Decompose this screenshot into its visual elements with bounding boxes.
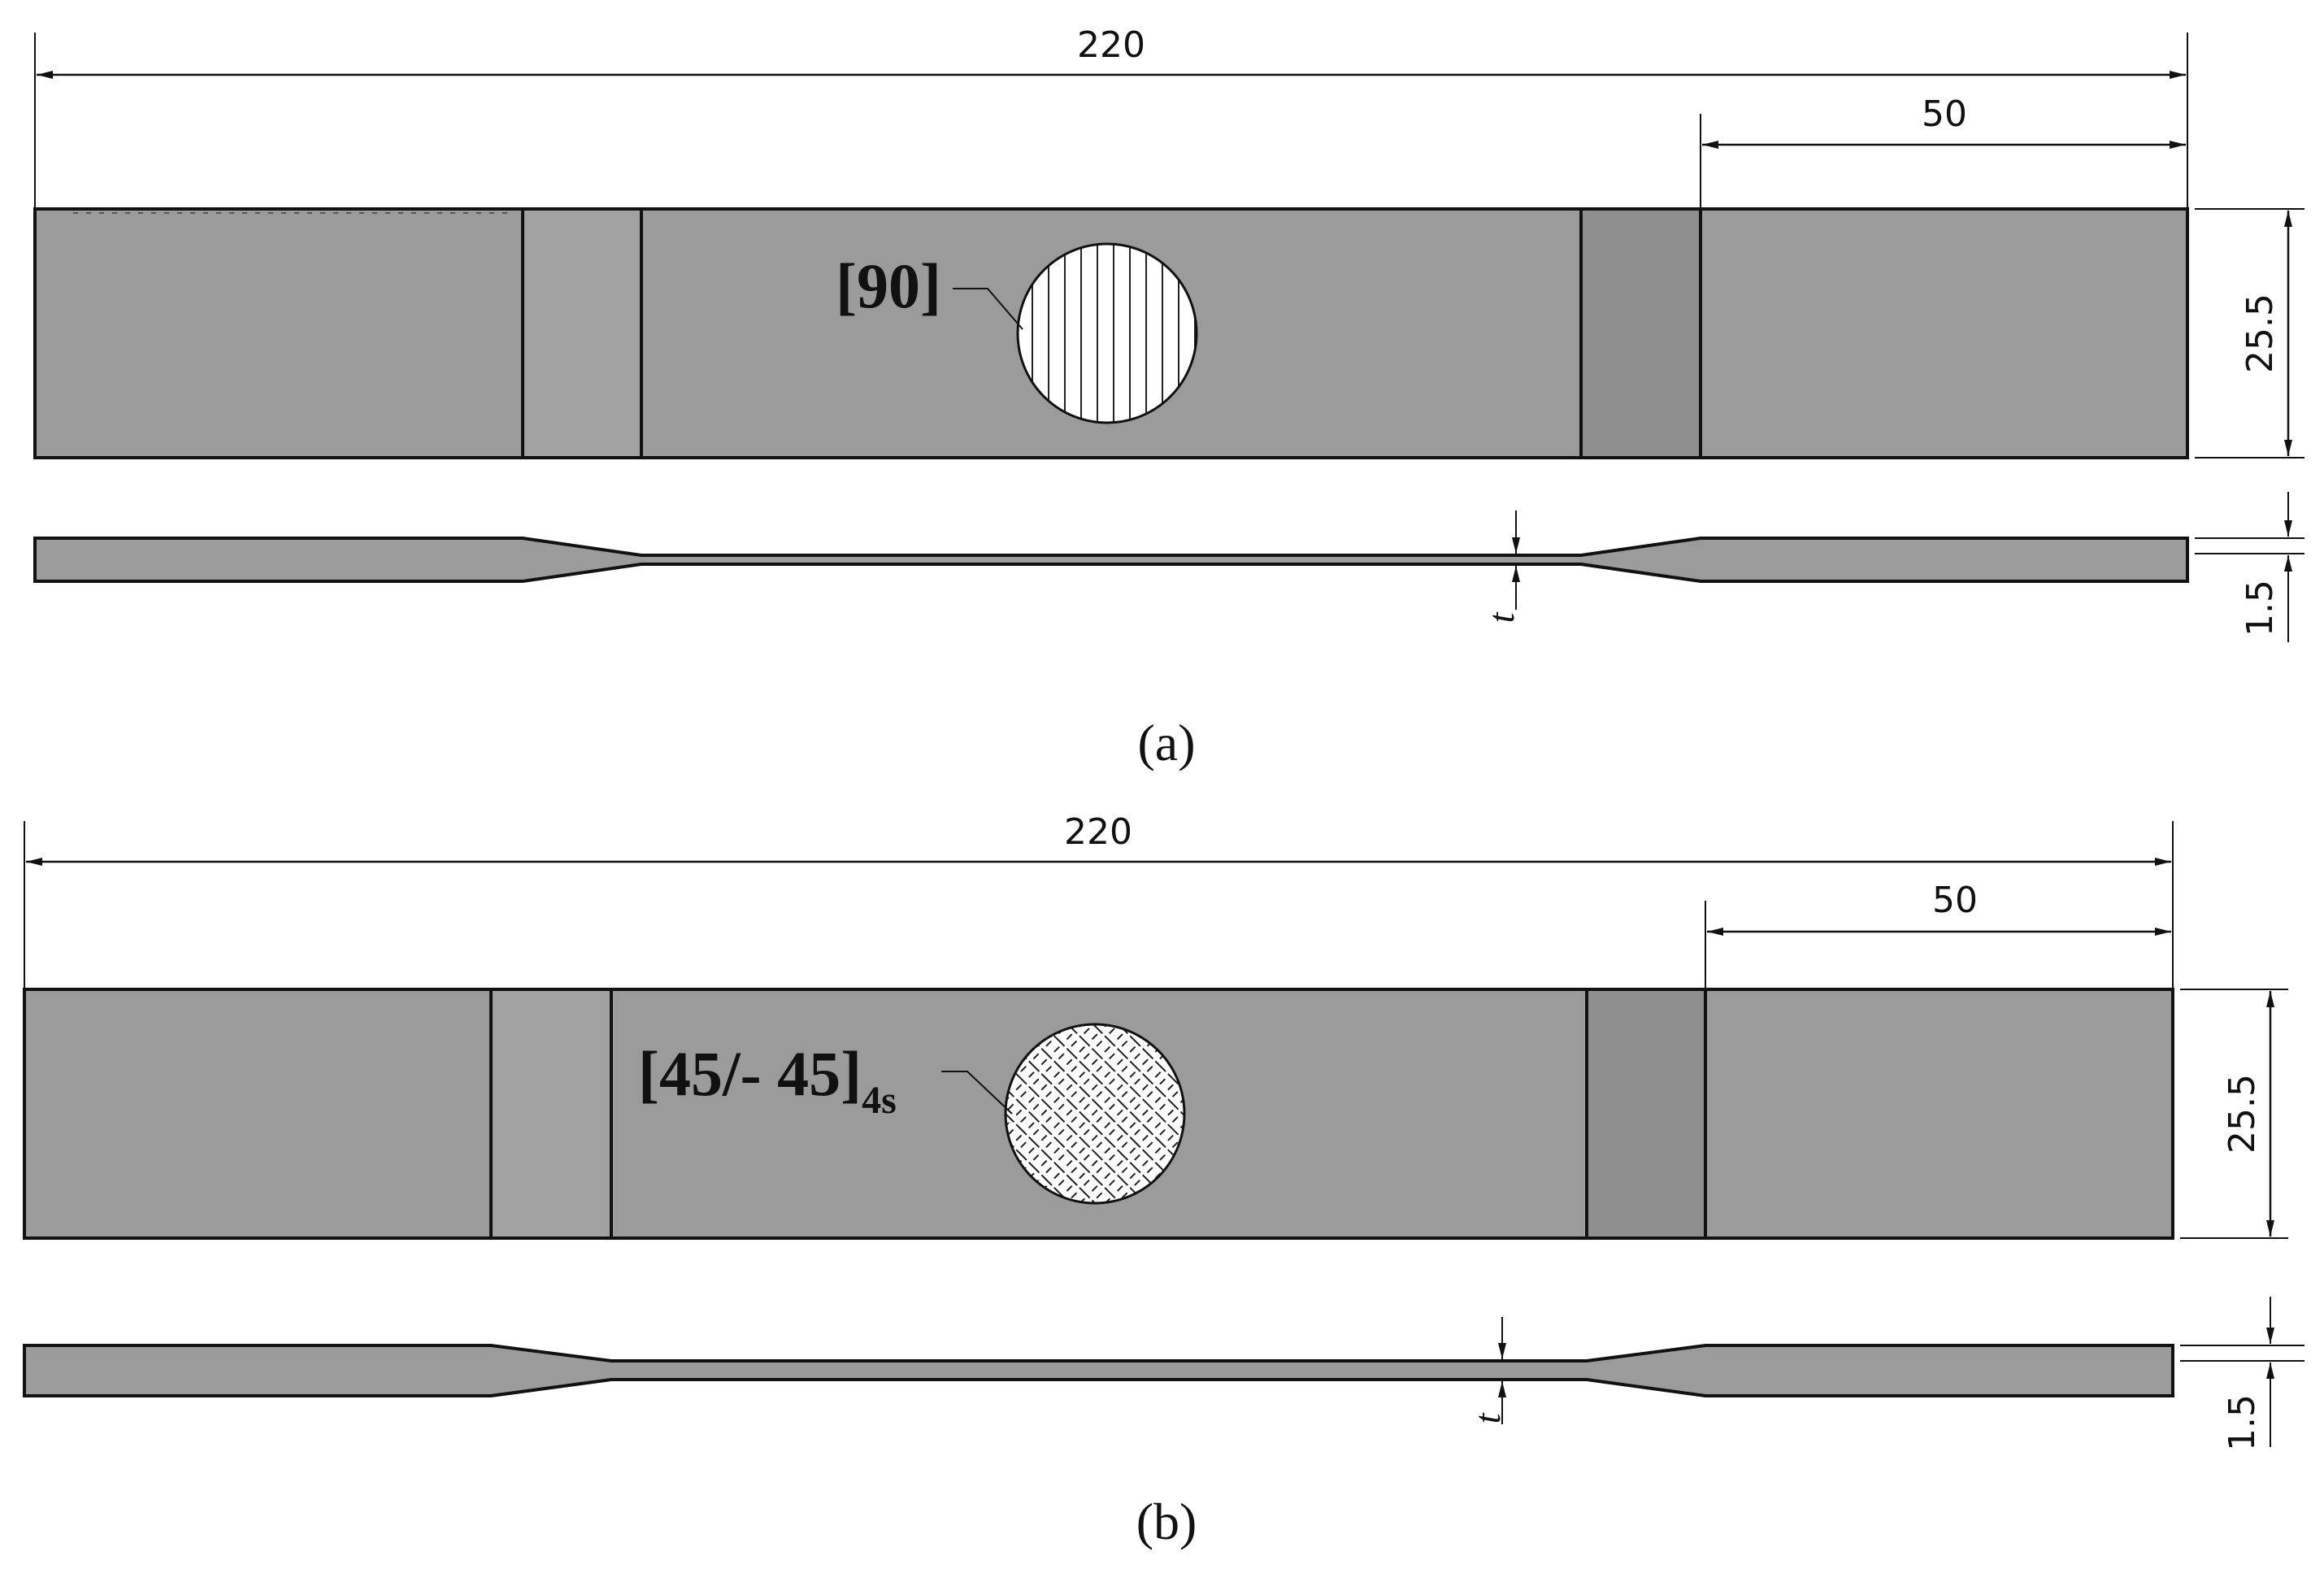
dim-width-label: 25.5 [2222, 1074, 2263, 1154]
taper-region-right [1579, 207, 1702, 459]
dim-tab-length-label: 50 [1922, 93, 1967, 135]
specimen-top-view-b: [45/- 45]4s [23, 988, 2174, 1240]
layup-label-a: [90] [836, 250, 941, 321]
dim-total-length-label: 220 [1064, 811, 1132, 853]
dim-tab-length-label: 50 [1932, 880, 1978, 921]
taper-region-left [521, 207, 643, 459]
specimen-top-view-a: [90] [33, 207, 2189, 459]
dim-width-a: 25.5 [2195, 208, 2304, 459]
dim-total-length-label: 220 [1077, 24, 1145, 66]
dim-total-length-a: 220 [34, 24, 2188, 207]
thickness-symbol-a: t [1480, 611, 1522, 623]
dim-width-b: 25.5 [2180, 989, 2288, 1239]
dim-total-length-b: 220 [24, 811, 2174, 988]
layup-label-b: [45/- 45] [638, 1038, 862, 1109]
dim-thickness-label: 1.5 [2222, 1394, 2263, 1451]
panel-a: 220 50 [90] 25.5 [33, 24, 2304, 771]
caption-b: (b) [1136, 1493, 1197, 1550]
dim-tab-length-a: 50 [1700, 93, 2186, 207]
taper-region-right [1585, 988, 1707, 1240]
taper-region-left [489, 988, 613, 1240]
dim-width-label: 25.5 [2239, 293, 2281, 373]
specimen-side-view-a: t 1.5 [33, 492, 2304, 642]
dim-tab-length-b: 50 [1705, 880, 2171, 988]
fiber-orientation-circle-45 [1004, 1023, 1186, 1205]
layup-label-b-subscript: 4s [862, 1079, 897, 1122]
dim-thickness-label: 1.5 [2239, 580, 2281, 637]
thickness-symbol-b: t [1466, 1412, 1508, 1423]
svg-text:[45/- 45]4s: [45/- 45]4s [638, 1038, 897, 1122]
fiber-orientation-circle-90 [1016, 242, 1198, 424]
caption-a: (a) [1137, 714, 1195, 771]
panel-b: 220 50 [45/- 45]4s 25.5 [23, 811, 2304, 1550]
specimen-side-view-b: t 1.5 [23, 1297, 2304, 1451]
